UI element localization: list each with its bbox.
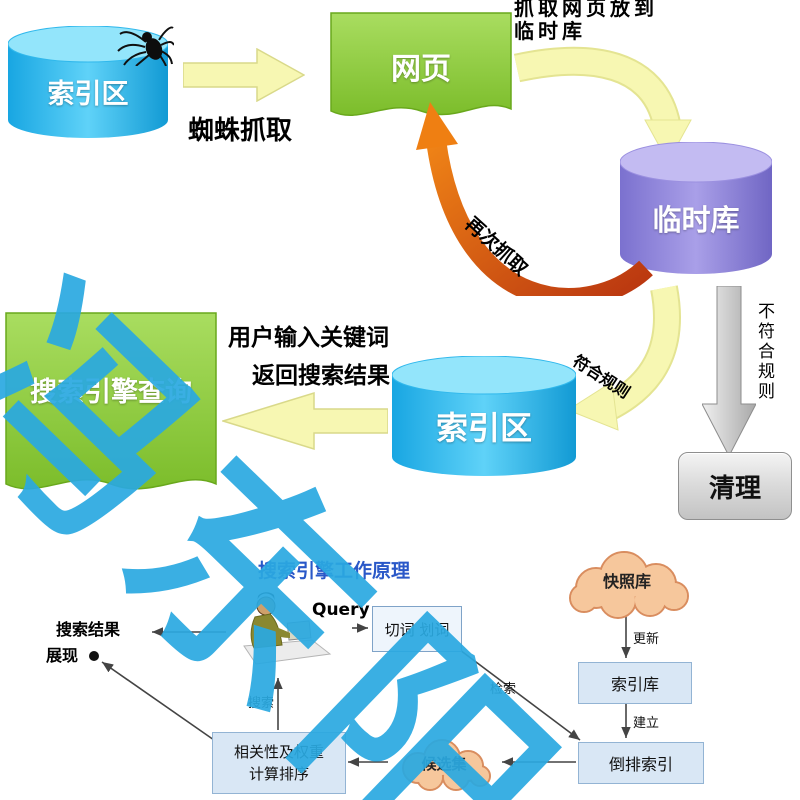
crawl-note: 蜘蛛抓取 [188, 116, 293, 146]
query-text: Query [312, 600, 370, 620]
index-db-cylinder: 索引区 [392, 356, 576, 476]
cylinder-shape [392, 356, 576, 476]
not-match-note: 不符合规则 [754, 302, 774, 402]
snapshot-label: 快照库 [602, 572, 651, 591]
webpage-label: 网页 [391, 52, 451, 87]
query-arrow [222, 392, 388, 450]
document-shape [330, 12, 512, 116]
update-arrow-label: 更新 [633, 632, 660, 647]
bottom-diagram-title: 搜索引擎工作原理 [258, 560, 411, 582]
cylinder-shape [620, 142, 772, 274]
crawler-db-label: 索引区 [47, 78, 129, 110]
recrawl-arrow [416, 102, 653, 296]
match-arrow [566, 285, 681, 431]
segmentation-label: 切词 划词 [384, 620, 450, 639]
inverted-index-label: 倒排索引 [608, 755, 673, 774]
spider-icon [117, 26, 174, 66]
result-endpoint-dot [89, 651, 99, 661]
bottom-connectors [89, 616, 631, 767]
clean-box: 清理 [678, 452, 792, 520]
retrieve-arrow-label: 检索 [490, 682, 517, 697]
inverted-index-box: 倒排索引 [578, 742, 704, 784]
cloud-shape [569, 551, 689, 619]
index-store-box: 索引库 [578, 662, 692, 704]
result-label-line1: 搜索结果 [56, 620, 121, 639]
result-label-line2: 展现 [46, 646, 79, 665]
clean-label: 清理 [708, 473, 761, 504]
cloud-shape [402, 739, 491, 791]
index-store-label: 索引库 [610, 675, 659, 694]
person-computer-illustration [243, 592, 332, 665]
fetch-note-line1: 抓取网页放到 [514, 0, 658, 20]
segmentation-box: 切词 划词 [372, 606, 462, 652]
candidate-cloud: 候选集 [390, 732, 498, 794]
temp-db-label: 临时库 [652, 203, 740, 237]
candidate-label: 候选集 [421, 754, 467, 773]
ranking-label-line1: 相关性及权重 [233, 743, 324, 761]
notmatch-arrow [702, 286, 756, 456]
ranking-label-line2: 计算排序 [248, 765, 309, 783]
store-arrow [513, 46, 692, 164]
fetch-note-line2: 临时库 [514, 19, 586, 43]
query-note-line2: 返回搜索结果 [252, 363, 390, 389]
document-shape [5, 312, 217, 490]
query-note-line1: 用户输入关键词 [228, 325, 389, 351]
ranking-box: 相关性及权重 计算排序 [212, 732, 346, 794]
search-arrow-label: 搜索 [248, 696, 275, 711]
query-doc: 搜索引擎查询 [5, 312, 217, 514]
cylinder-shape [8, 26, 168, 138]
index-db-label: 索引区 [435, 408, 532, 447]
query-doc-label: 搜索引擎查询 [30, 377, 192, 408]
crawler-db-cylinder: 索引区 [8, 26, 168, 138]
build-arrow-label: 建立 [633, 716, 660, 731]
crawl-arrow [183, 48, 305, 102]
webpage-doc: 网页 [330, 12, 512, 132]
snapshot-cloud: 快照库 [556, 540, 698, 620]
temp-db-cylinder: 临时库 [620, 142, 772, 274]
